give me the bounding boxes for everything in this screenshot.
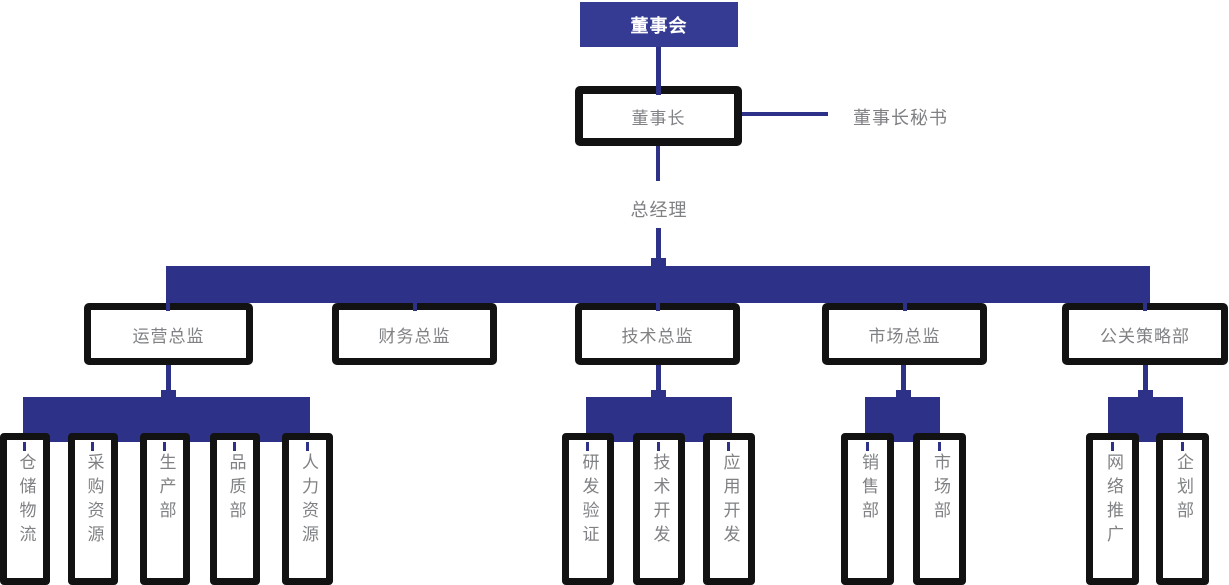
connector-nub [161,390,176,399]
node-director-operations: 运营总监 [84,303,253,365]
dept-label: 网络推广 [1103,453,1123,549]
connector-tick [413,303,417,311]
node-chairman-secretary: 董事长秘书 [853,108,948,129]
dept-label: 生产部 [155,453,176,525]
connector-operations-children [166,365,171,398]
connector-tick [938,442,941,451]
connector-tick [657,442,660,451]
dept-label: 市场部 [930,453,950,525]
connector-tick [306,442,309,451]
connector-nub [896,390,911,399]
node-chairman: 董事长 [575,86,742,146]
node-dept-planning: 企划部 [1156,433,1209,585]
dept-label: 企划部 [1173,453,1193,525]
node-director-technology: 技术总监 [575,303,740,365]
node-dept-warehouse-logistics: 仓储物流 [0,433,50,585]
connector-tick [656,303,660,311]
connector-chairman-gm [656,146,660,181]
dept-label: 采购资源 [83,453,104,549]
director-label: 运营总监 [132,326,205,347]
connector-nub [651,258,666,267]
dept-label: 品质部 [225,453,246,525]
node-dept-market: 市场部 [913,433,966,585]
connector-tick [1111,442,1114,451]
dept-label: 应用开发 [719,453,740,549]
dept-label: 技术开发 [649,453,670,549]
dept-label: 销售部 [858,453,878,525]
director-label: 技术总监 [621,326,694,347]
connector-gm-bar [656,228,661,266]
node-director-finance: 财务总监 [332,303,497,365]
connector-tick [727,442,730,451]
connector-chairman-secretary [742,112,828,116]
node-dept-sales: 销售部 [841,433,894,585]
connector-tick [23,442,26,451]
node-dept-procurement-resources: 采购资源 [68,433,118,585]
connector-tick [903,303,907,311]
dept-label: 仓储物流 [15,453,36,549]
connector-tick [866,442,869,451]
connector-tick [233,442,236,451]
chairman-label: 董事长 [631,108,686,129]
connector-tick [166,303,170,311]
connector-marketing-children [901,365,906,398]
node-dept-quality: 品质部 [210,433,260,585]
connector-tick [1143,303,1147,311]
node-dept-rd-validation: 研发验证 [562,433,614,585]
dept-label: 研发验证 [578,453,599,549]
node-director-pr-strategy: 公关策略部 [1062,303,1228,365]
director-label: 公关策略部 [1100,326,1190,347]
node-dept-tech-development: 技术开发 [633,433,685,585]
node-dept-human-resources: 人力资源 [282,433,333,585]
connector-nub [1138,390,1153,399]
director-label: 市场总监 [868,326,941,347]
node-board: 董事会 [580,2,738,47]
node-director-marketing: 市场总监 [822,303,987,365]
director-label: 财务总监 [378,326,451,347]
connector-nub [651,390,666,399]
dept-label: 人力资源 [298,453,318,549]
connector-technology-children [656,365,661,398]
connector-board-chairman [656,47,661,95]
connector-tick [163,442,166,451]
node-general-manager: 总经理 [630,200,688,221]
connector-pr-children [1143,365,1148,398]
bar-directors [166,266,1150,303]
connector-tick [1181,442,1184,451]
connector-tick [91,442,94,451]
node-dept-production: 生产部 [140,433,190,585]
node-dept-online-promotion: 网络推广 [1086,433,1139,585]
node-dept-app-development: 应用开发 [703,433,755,585]
connector-tick [586,442,589,451]
